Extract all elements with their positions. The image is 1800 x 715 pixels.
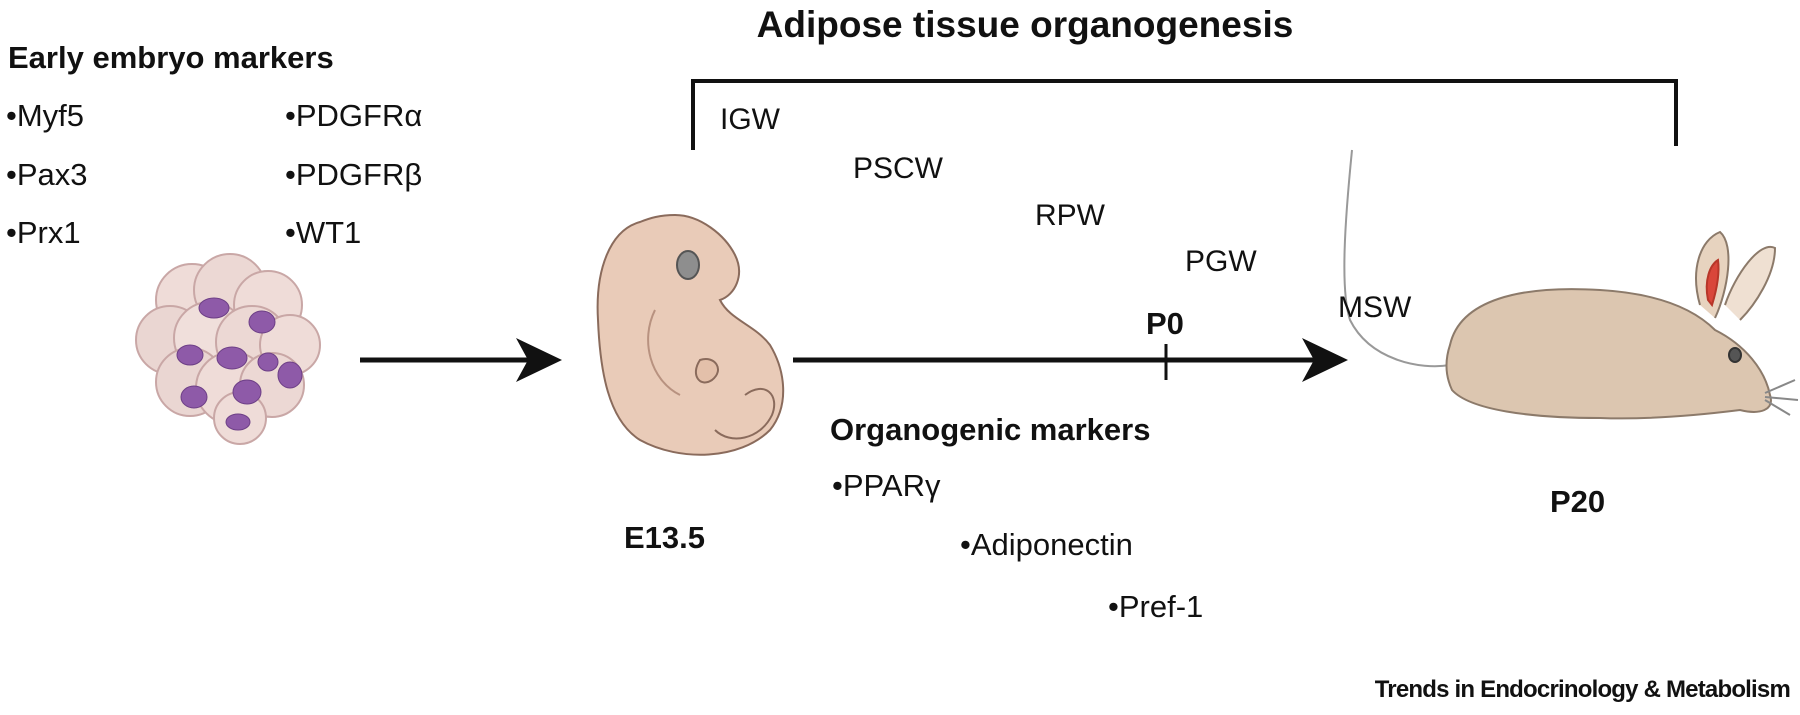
timeline-arrow: [793, 338, 1348, 382]
early-markers-heading: Early embryo markers: [8, 40, 334, 75]
cell-cluster-icon: [135, 253, 321, 445]
depot-label-msw: MSW: [1338, 291, 1412, 324]
organogenic-marker-pref1: •Pref-1: [1108, 589, 1204, 624]
depot-label-igw: IGW: [720, 103, 780, 136]
early-marker-myf5: •Myf5: [6, 98, 85, 133]
stage-label-e13-5: E13.5: [624, 520, 706, 555]
organogenesis-bracket: [691, 79, 1678, 150]
depot-label-rpw: RPW: [1035, 199, 1105, 232]
embryo-e13-5-icon: [596, 213, 785, 456]
early-marker-prx1: •Prx1: [6, 215, 81, 250]
diagram-title: Adipose tissue organogenesis: [756, 4, 1294, 45]
early-marker-wt1: •WT1: [285, 215, 362, 250]
depot-label-pscw: PSCW: [853, 152, 943, 185]
depot-label-pgw: PGW: [1185, 245, 1257, 278]
early-marker-pax3: •Pax3: [6, 157, 88, 192]
mouse-p20-icon: [1343, 149, 1799, 420]
organogenic-marker-ppar: •PPARγ: [832, 468, 941, 503]
organogenic-markers-heading: Organogenic markers: [830, 412, 1151, 447]
early-marker-pdgfrb: •PDGFRβ: [285, 157, 423, 192]
journal-credit: Trends in Endocrinology & Metabolism: [1374, 676, 1791, 703]
stage-label-p20: P20: [1550, 484, 1606, 519]
early-marker-pdgfra: •PDGFRα: [285, 98, 423, 133]
timeline-tick-label: P0: [1146, 306, 1184, 341]
arrow-to-embryo: [360, 338, 562, 382]
organogenic-marker-adiponectin: •Adiponectin: [960, 527, 1133, 562]
